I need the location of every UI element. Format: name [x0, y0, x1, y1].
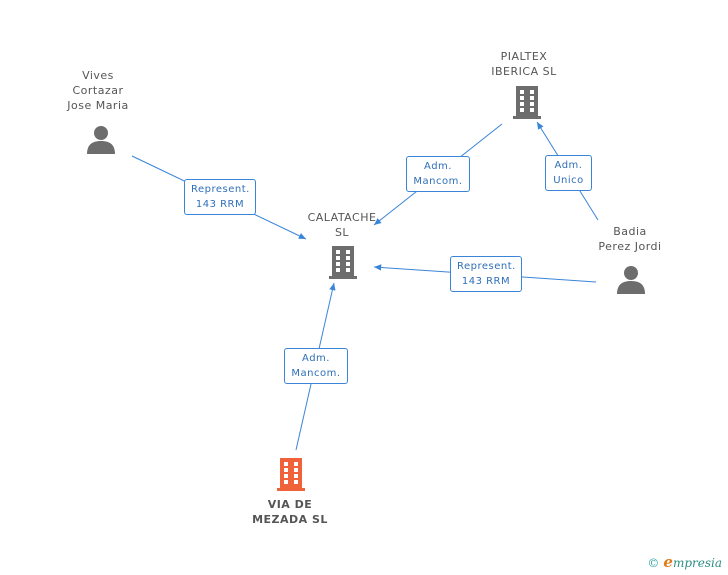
edge-label-badia-pialtex: Adm. Unico	[545, 155, 592, 191]
node-label-line: CALATACHE	[307, 211, 377, 224]
edge-label-badia-calatache: Represent. 143 RRM	[450, 256, 522, 292]
edge-label-pialtex-calatache: Adm. Mancom.	[406, 156, 470, 192]
person-icon[interactable]	[616, 264, 646, 294]
edge-label-line: Unico	[553, 175, 584, 186]
edge-label-line: Adm.	[424, 161, 452, 172]
edge-label-line: Adm.	[554, 160, 583, 171]
node-label-line: PIALTEX	[500, 50, 548, 63]
node-label-line: IBERICA SL	[491, 65, 557, 78]
edge-label-line: Adm.	[302, 353, 330, 364]
building-icon[interactable]	[328, 244, 358, 280]
node-label-line: VIA DE	[267, 498, 313, 511]
brand-logo-text: mpresia	[672, 556, 722, 570]
brand-footer: ©empresia	[647, 553, 722, 571]
node-label-vives: Vives Cortazar Jose Maria	[48, 68, 148, 113]
edge-label-line: Mancom.	[291, 368, 341, 379]
node-label-line: Vives	[82, 69, 114, 82]
building-icon-main[interactable]	[276, 456, 306, 492]
node-label-line: Badia	[613, 225, 647, 238]
node-label-badia: Badia Perez Jordi	[580, 224, 680, 254]
edge-label-line: Represent.	[191, 184, 250, 195]
edge-label-line: Represent.	[457, 261, 516, 272]
copyright-symbol: ©	[647, 556, 660, 570]
node-label-line: Cortazar	[72, 84, 124, 97]
building-icon[interactable]	[512, 84, 542, 120]
node-label-calatache: CALATACHE SL	[292, 210, 392, 240]
node-label-pialtex: PIALTEX IBERICA SL	[474, 49, 574, 79]
node-label-line: Perez Jordi	[598, 240, 662, 253]
edge-label-line: 143 RRM	[461, 276, 511, 287]
node-label-line: SL	[334, 226, 350, 239]
node-label-via: VIA DE MEZADA SL	[240, 497, 340, 527]
brand-logo-e: e	[663, 553, 673, 571]
edge-label-line: Mancom.	[413, 176, 463, 187]
node-label-line: MEZADA SL	[252, 513, 328, 526]
edge-label-line: 143 RRM	[195, 199, 245, 210]
edge-label-vives-calatache: Represent. 143 RRM	[184, 179, 256, 215]
node-label-line: Jose Maria	[67, 99, 129, 112]
edge-label-via-calatache: Adm. Mancom.	[284, 348, 348, 384]
person-icon[interactable]	[86, 124, 116, 154]
